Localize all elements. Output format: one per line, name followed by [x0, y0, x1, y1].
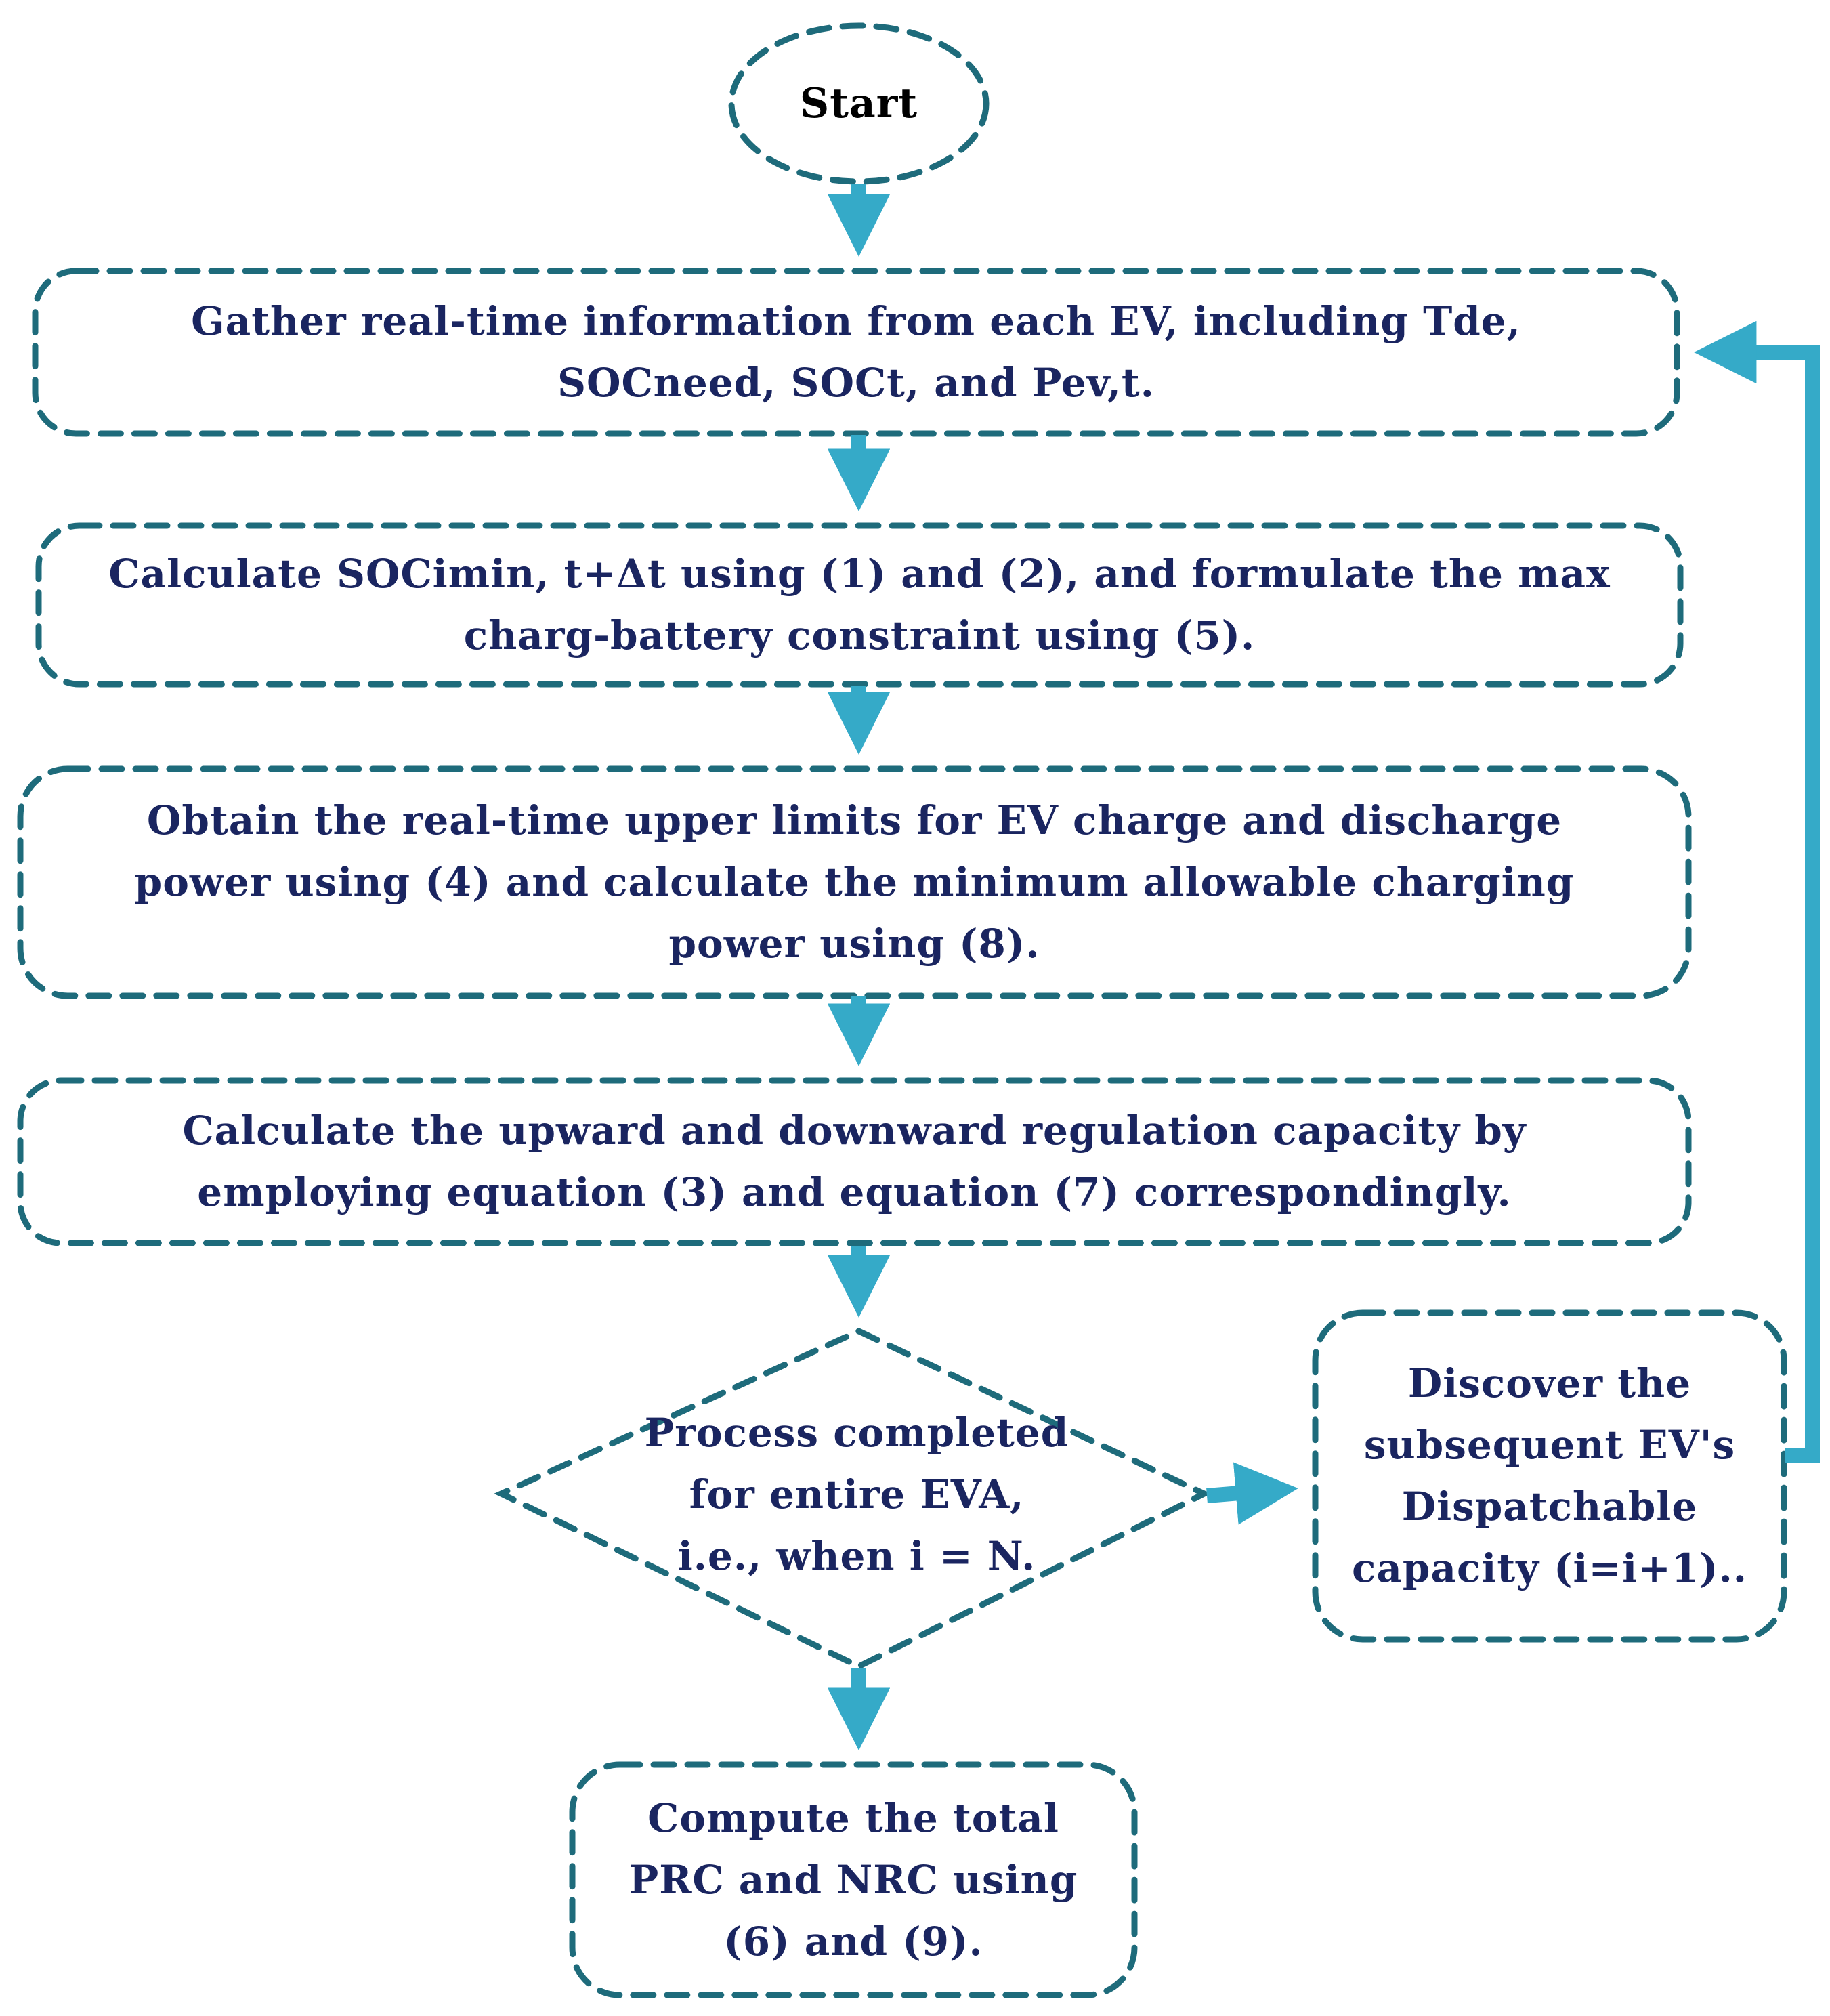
text-line: Calculate the upward and downward regula…: [182, 1108, 1527, 1154]
start-terminal: [728, 22, 990, 185]
text-line: PRC and NRC using: [629, 1856, 1078, 1903]
calc-soc-text: Calculate SOCimin, t+Δt using (1) and (2…: [39, 526, 1680, 684]
regulation-capacity-text: Calculate the upward and downward regula…: [20, 1080, 1688, 1243]
text-line: Calculate SOCimin, t+Δt using (1) and (2…: [108, 551, 1611, 597]
completion-decision-text: Process completed for entire EVA, i.e., wh…: [596, 1402, 1118, 1587]
text-line: Gather real-time information from each E…: [191, 298, 1521, 344]
gather-info-box: [32, 268, 1680, 437]
text-line: Obtain the real-time upper limits for EV…: [146, 797, 1562, 843]
gather-info-text: Gather real-time information from each E…: [35, 271, 1677, 434]
text-line: Discover the: [1407, 1360, 1692, 1406]
compute-totals-box: [569, 1761, 1138, 1998]
text-line: power using (8).: [668, 921, 1040, 967]
completion-decision: [494, 1328, 1212, 1671]
regulation-capacity-box: [17, 1077, 1692, 1246]
calc-soc-box: [35, 522, 1684, 688]
obtain-limits-text: Obtain the real-time upper limits for EV…: [20, 769, 1688, 996]
next-ev-box: [1312, 1309, 1787, 1643]
text-line: charg-battery constraint using (5).: [463, 612, 1256, 658]
text-line: power using (4) and calculate the minimu…: [134, 859, 1575, 905]
arrow-decision-to-next-ev: [1206, 1462, 1298, 1525]
start-label: Start: [731, 41, 986, 167]
text-line: for entire EVA,: [689, 1471, 1025, 1517]
text-line: Start: [799, 79, 918, 127]
text-line: (6) and (9).: [723, 1918, 983, 1965]
loop-back-arrow: [1694, 320, 1820, 1463]
text-line: Compute the total: [647, 1794, 1059, 1841]
text-line: Process completed: [644, 1410, 1069, 1456]
text-line: employing equation (3) and equation (7) …: [197, 1169, 1512, 1215]
text-line: i.e., when i = N.: [677, 1533, 1036, 1579]
text-line: capacity (i=i+1)..: [1352, 1545, 1747, 1591]
text-line: Dispatchable: [1401, 1484, 1698, 1530]
text-line: subsequent EV's: [1363, 1422, 1736, 1468]
text-line: SOCneed, SOCt, and Pev,t.: [557, 360, 1155, 406]
